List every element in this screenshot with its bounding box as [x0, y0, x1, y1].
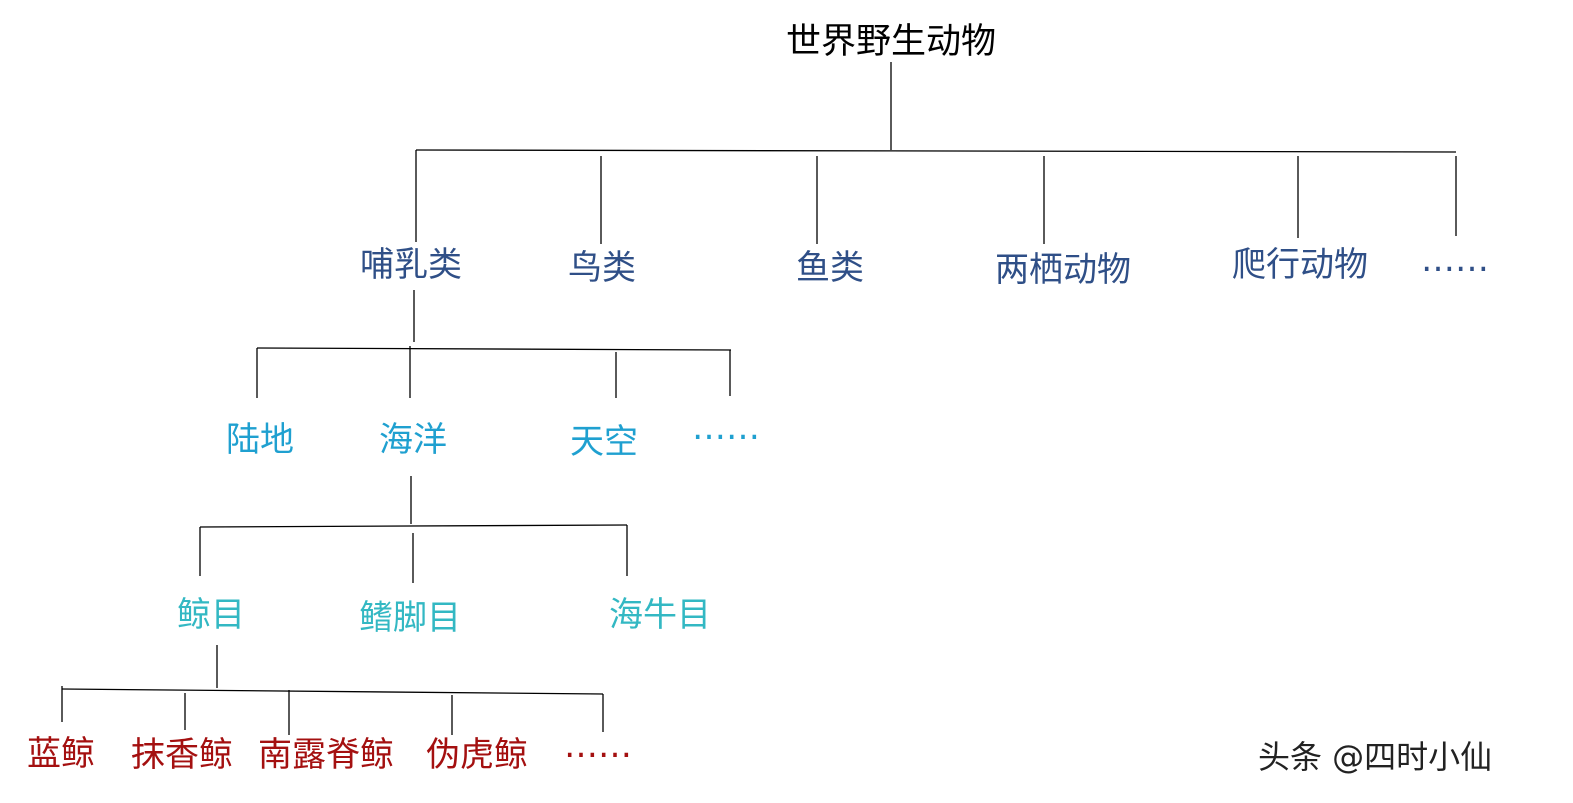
node-species-southern-right-whale: 南露脊鲸	[258, 735, 394, 775]
node-class-birds: 鸟类	[568, 248, 636, 288]
connector-class-bar	[415, 149, 1457, 153]
node-habitat-land: 陆地	[226, 420, 294, 460]
node-species-false-killer-whale: 伪虎鲸	[426, 735, 528, 775]
node-class-reptiles: 爬行动物	[1232, 245, 1368, 285]
node-class-fish: 鱼类	[796, 248, 864, 288]
node-order-pinnipedia: 鳍脚目	[359, 598, 461, 638]
node-class-amphibians: 两栖动物	[995, 250, 1131, 290]
node-root: 世界野生动物	[785, 22, 997, 62]
node-order-cetacea: 鲸目	[177, 595, 245, 635]
node-species-blue-whale: 蓝鲸	[27, 734, 95, 774]
node-class-mammals: 哺乳类	[360, 245, 462, 285]
node-class-more: ……	[1421, 240, 1489, 280]
node-species-more: ……	[564, 726, 632, 766]
watermark-text: 头条 @四时小仙	[1258, 738, 1493, 776]
node-habitat-sky: 天空	[570, 422, 638, 462]
node-order-sirenia: 海牛目	[609, 595, 711, 635]
node-habitat-ocean: 海洋	[379, 420, 447, 460]
connector-species-bar	[61, 688, 604, 695]
node-species-sperm-whale: 抹香鲸	[131, 735, 233, 775]
node-habitat-more: ……	[692, 408, 760, 448]
connector-habitat-bar	[256, 347, 732, 351]
connector-order-bar	[199, 524, 628, 528]
